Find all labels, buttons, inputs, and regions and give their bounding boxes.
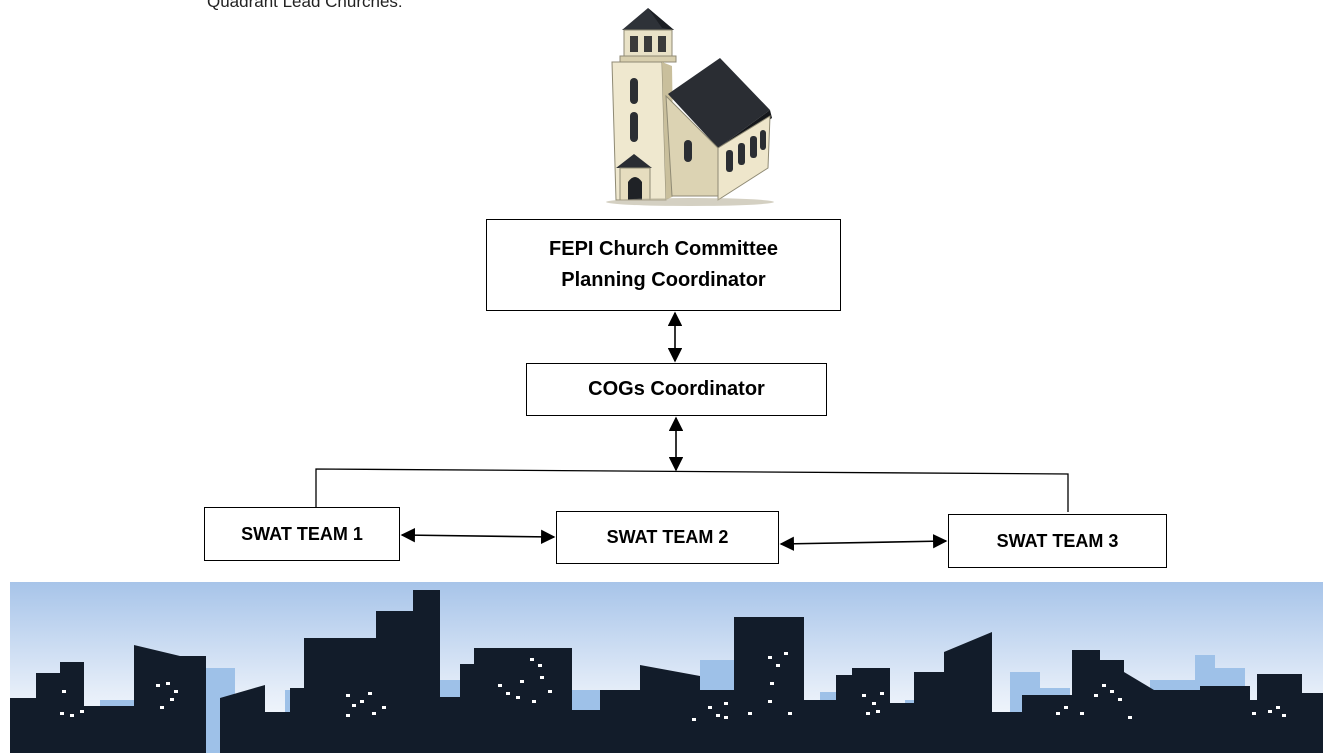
connector-swat1-swat2 xyxy=(400,527,556,545)
swat-team-1-box: SWAT TEAM 1 xyxy=(204,507,400,561)
foreground-buildings xyxy=(10,590,1323,753)
swat-team-2-box: SWAT TEAM 2 xyxy=(556,511,779,564)
swat-team-1-label: SWAT TEAM 1 xyxy=(241,523,363,544)
cogs-coordinator-box: COGs Coordinator xyxy=(526,363,827,416)
swat-team-2-label: SWAT TEAM 2 xyxy=(606,527,729,547)
building-windows xyxy=(60,652,1286,721)
sky-gradient xyxy=(10,582,1323,753)
swat-team-3-label: SWAT TEAM 3 xyxy=(996,530,1119,551)
page-caption: Quadrant Lead Churches: xyxy=(207,0,403,11)
fepi-title-line2: Planning Coordinator xyxy=(561,269,766,291)
team-bracket xyxy=(315,468,1069,512)
connector-swat2-swat3 xyxy=(779,534,948,551)
fepi-coordinator-box: FEPI Church Committee Planning Coordinat… xyxy=(486,219,841,311)
distant-buildings xyxy=(100,655,1245,753)
swat-team-3-box: SWAT TEAM 3 xyxy=(948,514,1167,568)
cogs-label: COGs Coordinator xyxy=(588,378,765,400)
fepi-title-line1: FEPI Church Committee xyxy=(549,238,778,260)
